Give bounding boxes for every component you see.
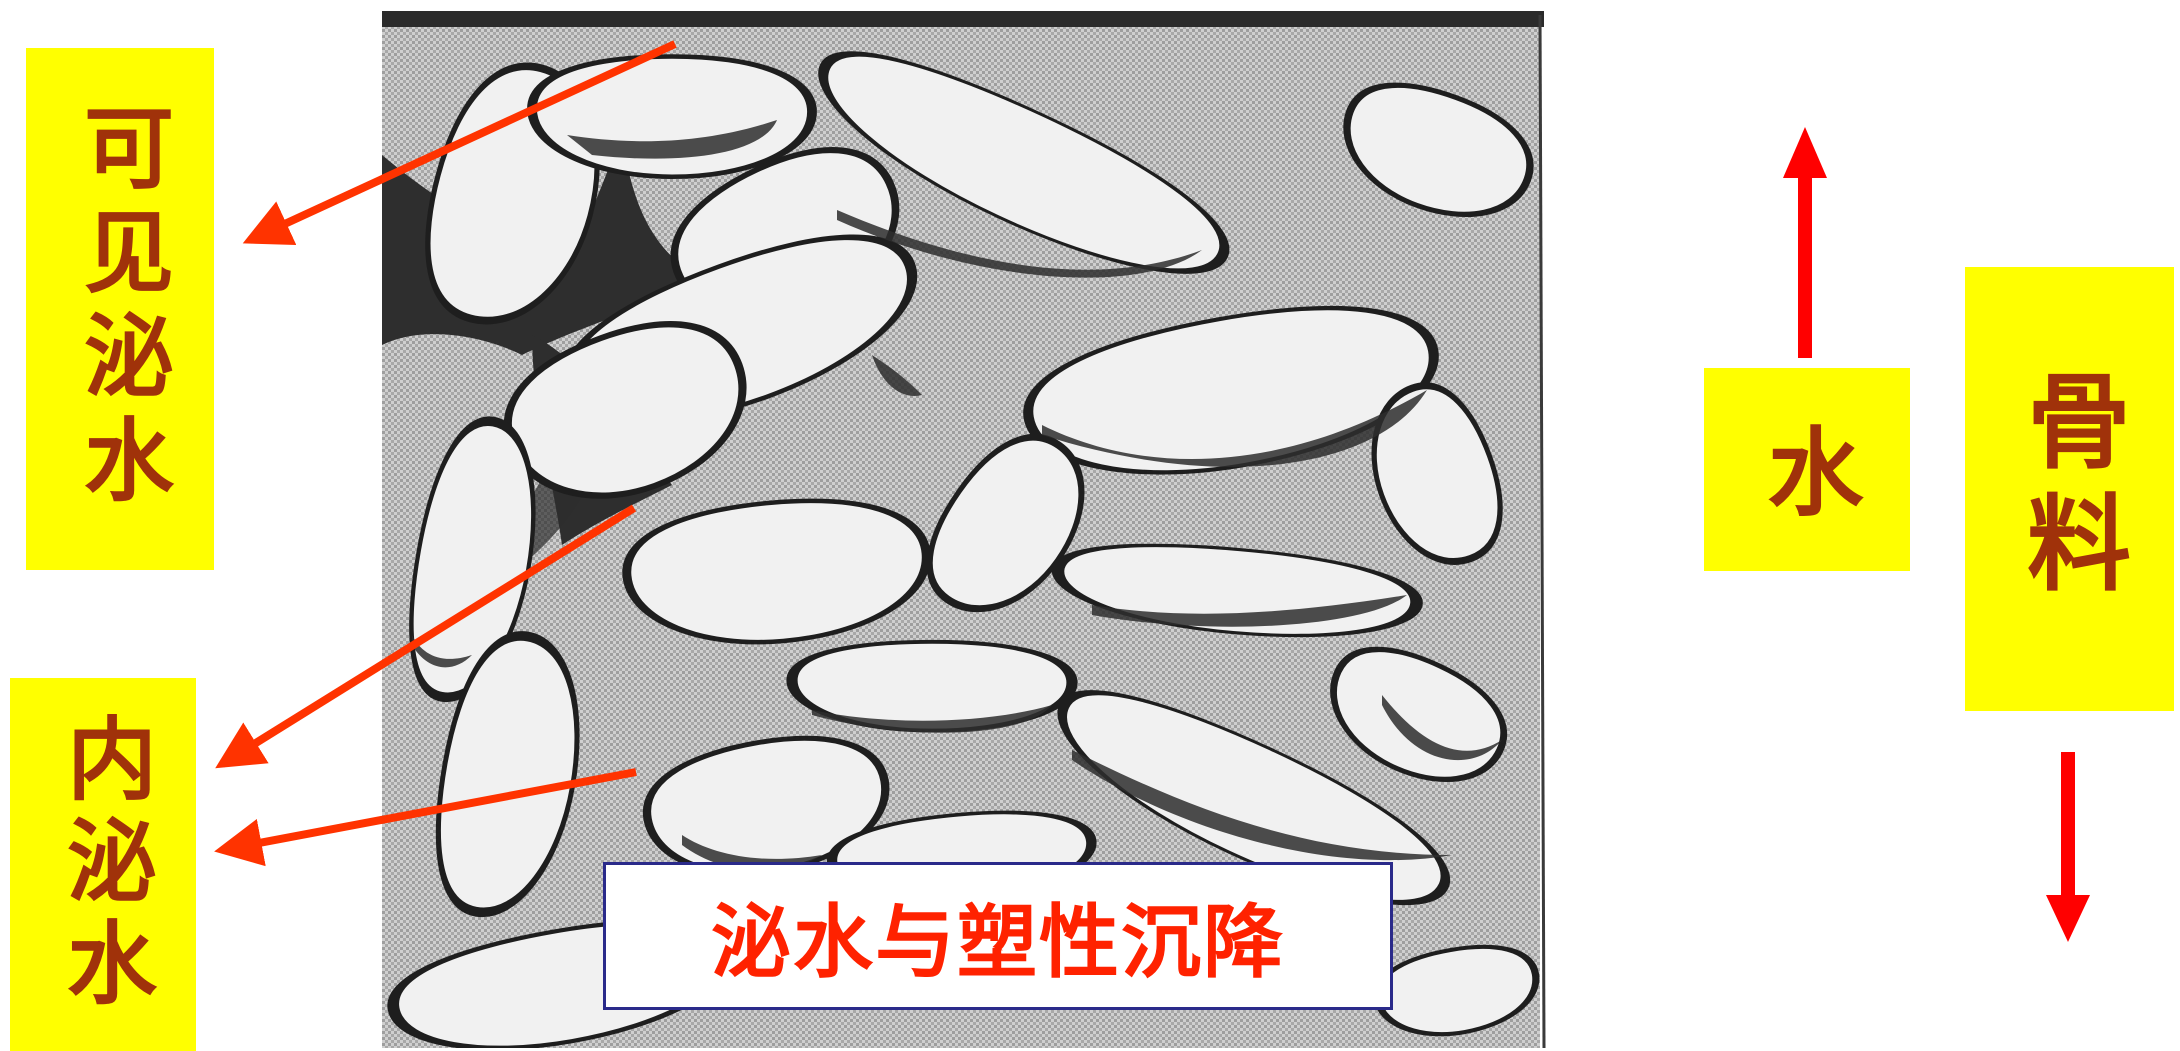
visible-bleeding-label: 可见泌水 [26,48,214,570]
aggregate-text: 骨料 [2008,367,2131,611]
top-surface-bar [382,11,1544,27]
visible-bleeding-text: 可见泌水 [68,101,173,517]
aggregate-label: 骨料 [1965,267,2174,711]
right-edge [1538,14,1546,1048]
water-up-arrow-icon [1783,127,1827,358]
title-box: 泌水与塑性沉降 [603,862,1393,1010]
diagram-title: 泌水与塑性沉降 [711,896,1285,989]
internal-bleeding-label: 内泌水 [10,678,196,1051]
aggregate-down-arrow-icon [2046,752,2090,942]
internal-bleeding-text: 内泌水 [51,711,156,1018]
particle-shadows [412,120,1502,872]
water-text: 水 [1751,421,1863,518]
water-label: 水 [1704,368,1910,571]
